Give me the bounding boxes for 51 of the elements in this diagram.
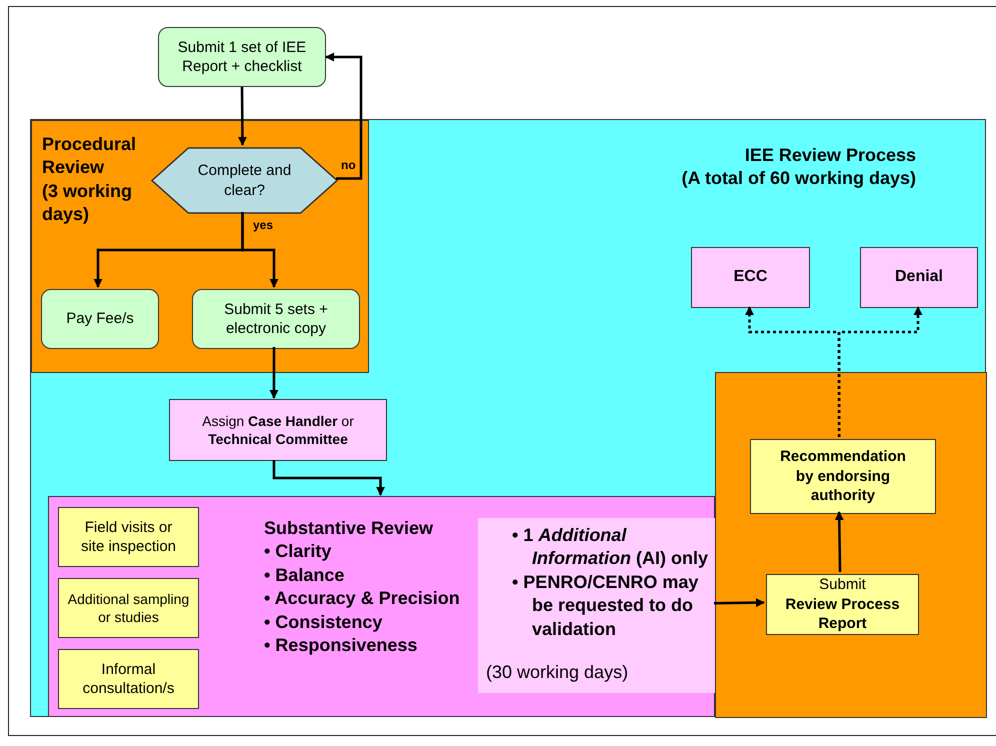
list-item: • 1 Additional Information (AI) only (512, 524, 709, 570)
process-box (169, 399, 387, 461)
arrow (272, 460, 385, 496)
outcome-box (691, 247, 810, 308)
box-text: Field visits or site inspection (80, 518, 178, 556)
note-panel (478, 518, 716, 693)
decision-hexagon (151, 147, 338, 214)
procedural-review-panel (31, 120, 369, 373)
arrow (325, 52, 362, 180)
panel-heading: Procedural Review (42, 133, 138, 180)
arrow (269, 347, 278, 399)
box-text: Recommendation by endorsing authority (779, 447, 907, 506)
substantive-review-panel (48, 496, 715, 717)
activity-box (58, 578, 199, 638)
box-text: Review Process Report (784, 594, 901, 634)
box-text: Submit 1 set of IEE Report + checklist (176, 38, 308, 76)
duration-note: (30 working days) (485, 661, 628, 684)
list-item: • Clarity (264, 540, 332, 564)
process-box (750, 439, 936, 514)
panel-heading: IEE Review Process (744, 144, 916, 167)
list-item: • Responsiveness (264, 634, 418, 657)
review-process-panel (30, 119, 986, 717)
process-box (192, 289, 360, 349)
box-text: Submit 5 sets + electronic copy (223, 300, 329, 338)
box-text: Pay Fee/s (65, 309, 135, 329)
process-box (766, 574, 919, 635)
arrow (838, 306, 922, 437)
box-text: Additional sampling or studies (66, 590, 190, 626)
box-text: Informal consultation/s (82, 660, 176, 698)
activity-box (58, 507, 199, 567)
activity-box (58, 649, 199, 709)
endorsement-panel (715, 372, 987, 718)
list-item: • PENRO/CENRO may be requested to do validation (512, 570, 700, 641)
arrow (241, 212, 278, 288)
list-item: • Accuracy & Precision (264, 587, 461, 610)
box-text: Submit (818, 575, 867, 595)
process-box (158, 27, 326, 87)
box-text: Denial (894, 267, 944, 288)
arrow (834, 511, 844, 572)
arrow (714, 598, 765, 608)
decision-text: Complete and clear? (196, 161, 292, 200)
panel-heading: (3 working days) (42, 180, 134, 226)
outcome-box (860, 247, 978, 308)
panel-heading: Substantive Review (264, 517, 434, 540)
panel-heading: (A total of 60 working days) (680, 167, 916, 190)
process-box (41, 289, 159, 349)
box-text: ECC (732, 267, 768, 288)
list-item: • Consistency (264, 610, 384, 634)
arrow (238, 86, 247, 146)
box-text: Assign Case Handler or Technical Committee (201, 412, 355, 448)
list-item: • Balance (264, 564, 346, 587)
